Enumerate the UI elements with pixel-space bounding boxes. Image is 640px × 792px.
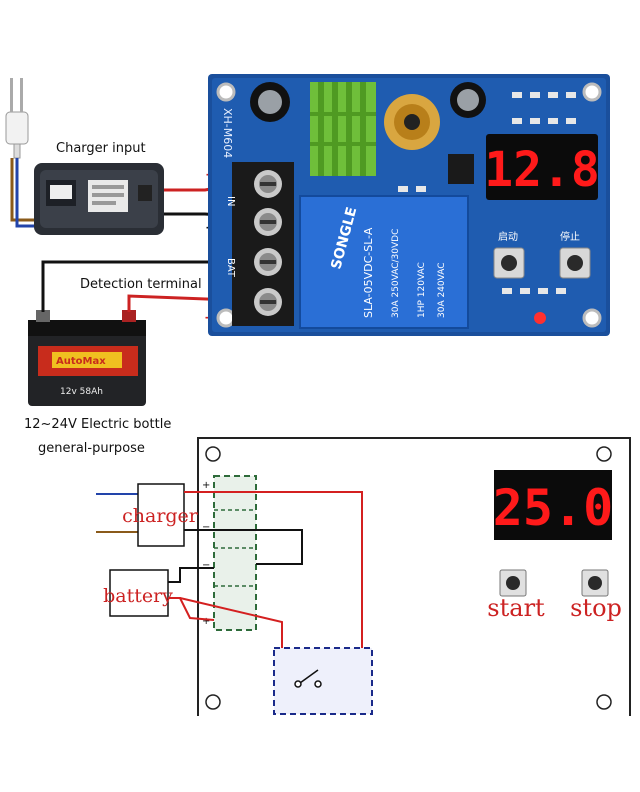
inductor <box>384 94 440 150</box>
photo-stop-label: 停止 <box>560 230 580 243</box>
heatsink <box>310 82 376 176</box>
photo-display-value: 12.8 <box>484 142 600 198</box>
charger-negative-wire <box>184 529 303 565</box>
mount-hole <box>582 82 602 102</box>
diagram-battery-box <box>109 569 169 617</box>
diagram-board-outline <box>197 437 631 716</box>
ac-plug-icon <box>5 78 29 159</box>
diagram-start-button[interactable] <box>499 569 527 597</box>
battery-negative-wire <box>168 567 214 583</box>
terminal-screw <box>254 208 282 236</box>
terminal-bat-label: BAT <box>225 258 236 278</box>
relay: SONGLE SLA-05VDC-SL-A 30A 250VAC/30VDC 1… <box>299 195 469 329</box>
photo-section: Charger input + − AutoMax 12v 58A <box>5 74 610 456</box>
diagram-charger-label: charger <box>122 505 199 527</box>
diagram-terminal-strip <box>213 475 257 631</box>
battery-negative-wire <box>41 260 232 312</box>
terminal-screw <box>254 288 282 316</box>
diagram-relay-switch-box <box>273 647 373 715</box>
terminal-screw <box>254 248 282 276</box>
mount-hole <box>216 82 236 102</box>
photo-display-bezel <box>486 134 598 200</box>
diagram-stop-label: stop <box>570 594 622 622</box>
charger-device <box>34 163 164 235</box>
photo-stop-button[interactable] <box>559 247 591 279</box>
diagram-charger-box <box>137 483 185 547</box>
detection-terminal-label: Detection terminal <box>80 277 202 292</box>
diagram-minus-2: − <box>202 560 210 571</box>
diagram-stop-button[interactable] <box>581 569 609 597</box>
relay-rating-1: 30A 250VAC/30VDC <box>391 229 401 318</box>
diagram-battery-label: battery <box>103 585 173 607</box>
smd-components <box>398 92 576 294</box>
diagram-start-label: start <box>487 594 545 622</box>
relay-model-text: SLA-05VDC-SL-A <box>362 227 375 318</box>
battery-positive-wire <box>127 294 233 312</box>
mount-hole <box>216 308 236 328</box>
diagram-mount-hole <box>596 694 612 710</box>
terminal-in-label: IN <box>225 196 236 206</box>
board-model-text: XH-M604 <box>221 108 234 158</box>
photo-start-label: 启动 <box>498 230 518 243</box>
terminal-screw <box>254 170 282 198</box>
capacitor <box>450 82 486 118</box>
diagram-plus-1: + <box>202 480 210 491</box>
relay-rating-2: 1HP 120VAC <box>417 262 427 318</box>
wiring-diagram: + − − + charger battery 25.0 <box>96 437 631 716</box>
battery-brand-text: AutoMax <box>56 356 106 367</box>
relay-rating-3: 30A 240VAC <box>437 262 447 318</box>
car-battery: AutoMax 12v 58Ah <box>28 310 146 406</box>
charger-input-label: Charger input <box>56 141 146 156</box>
diagram-plus-2: + <box>202 616 210 627</box>
status-led <box>534 312 546 324</box>
ac-cord <box>10 158 40 228</box>
ic-chip <box>448 154 474 184</box>
diagram-mount-hole <box>596 446 612 462</box>
battery-positive-wire <box>168 597 215 621</box>
relay-switch-symbol <box>294 669 322 688</box>
photo-start-button[interactable] <box>493 247 525 279</box>
battery-caption-line1: 12~24V Electric bottle <box>24 417 171 432</box>
capacitor <box>250 82 290 122</box>
pcb-board: XH-M604 <box>208 74 610 336</box>
diagram-display-bezel <box>494 470 612 540</box>
diagram-mount-hole <box>205 446 221 462</box>
diagram-mount-hole <box>205 694 221 710</box>
battery-caption-line2: general-purpose <box>38 441 145 456</box>
diagram-display-value: 25.0 <box>493 479 613 537</box>
terminal-block <box>232 162 294 326</box>
mount-hole <box>582 308 602 328</box>
diagram-minus-1: − <box>202 522 210 533</box>
battery-rating-text: 12v 58Ah <box>60 387 103 397</box>
